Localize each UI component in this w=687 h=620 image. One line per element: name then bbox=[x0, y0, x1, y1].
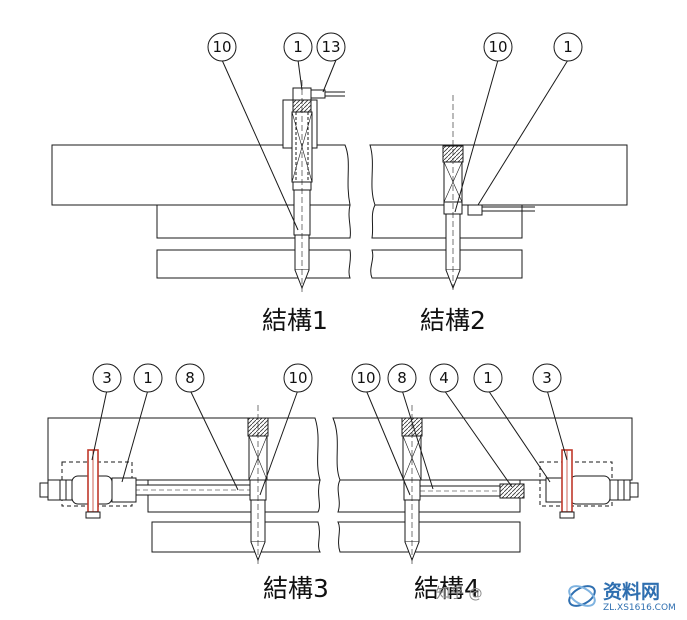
callout-numbers: 10 1 13 10 1 3 1 8 10 10 8 4 1 3 bbox=[102, 38, 573, 387]
watermark-brand-cn: 资料网 bbox=[603, 580, 660, 603]
structure-4-nozzle-assembly bbox=[401, 405, 639, 565]
callout-s1-1: 1 bbox=[293, 38, 303, 56]
watermark: 知乎 @ 资料网 ZL.XS1616.COM bbox=[436, 580, 676, 613]
callout-s1-13: 13 bbox=[321, 38, 340, 56]
callout-s4-10: 10 bbox=[356, 369, 375, 387]
callout-s4-1: 1 bbox=[483, 369, 493, 387]
caption-structure-1: 結構1 bbox=[262, 306, 328, 335]
structure-3-heater-band bbox=[85, 449, 101, 519]
callout-s3-3: 3 bbox=[102, 369, 112, 387]
structure-4-heater-band bbox=[559, 449, 575, 519]
watermark-brand-url: ZL.XS1616.COM bbox=[603, 603, 676, 613]
watermark-source-text: 知乎 @ bbox=[436, 585, 482, 602]
callout-s2-1: 1 bbox=[563, 38, 573, 56]
callout-s2-10: 10 bbox=[488, 38, 507, 56]
caption-structure-4: 結構4 bbox=[414, 574, 480, 603]
callout-s3-1: 1 bbox=[143, 369, 153, 387]
structure-2-nozzle bbox=[442, 95, 535, 292]
callout-s4-8: 8 bbox=[397, 369, 407, 387]
caption-structure-2: 結構2 bbox=[420, 306, 486, 335]
callout-s3-10: 10 bbox=[288, 369, 307, 387]
callout-s4-4: 4 bbox=[439, 369, 449, 387]
callout-s4-3: 3 bbox=[542, 369, 552, 387]
watermark-logo-icon bbox=[568, 585, 596, 607]
callout-balloons bbox=[92, 32, 583, 393]
caption-structure-3: 結構3 bbox=[263, 574, 329, 603]
callout-s1-10: 10 bbox=[212, 38, 231, 56]
structure-1-2-plates bbox=[51, 144, 628, 279]
callout-s3-8: 8 bbox=[185, 369, 195, 387]
callout-leaders bbox=[91, 59, 569, 496]
structure-1-nozzle bbox=[282, 80, 345, 292]
